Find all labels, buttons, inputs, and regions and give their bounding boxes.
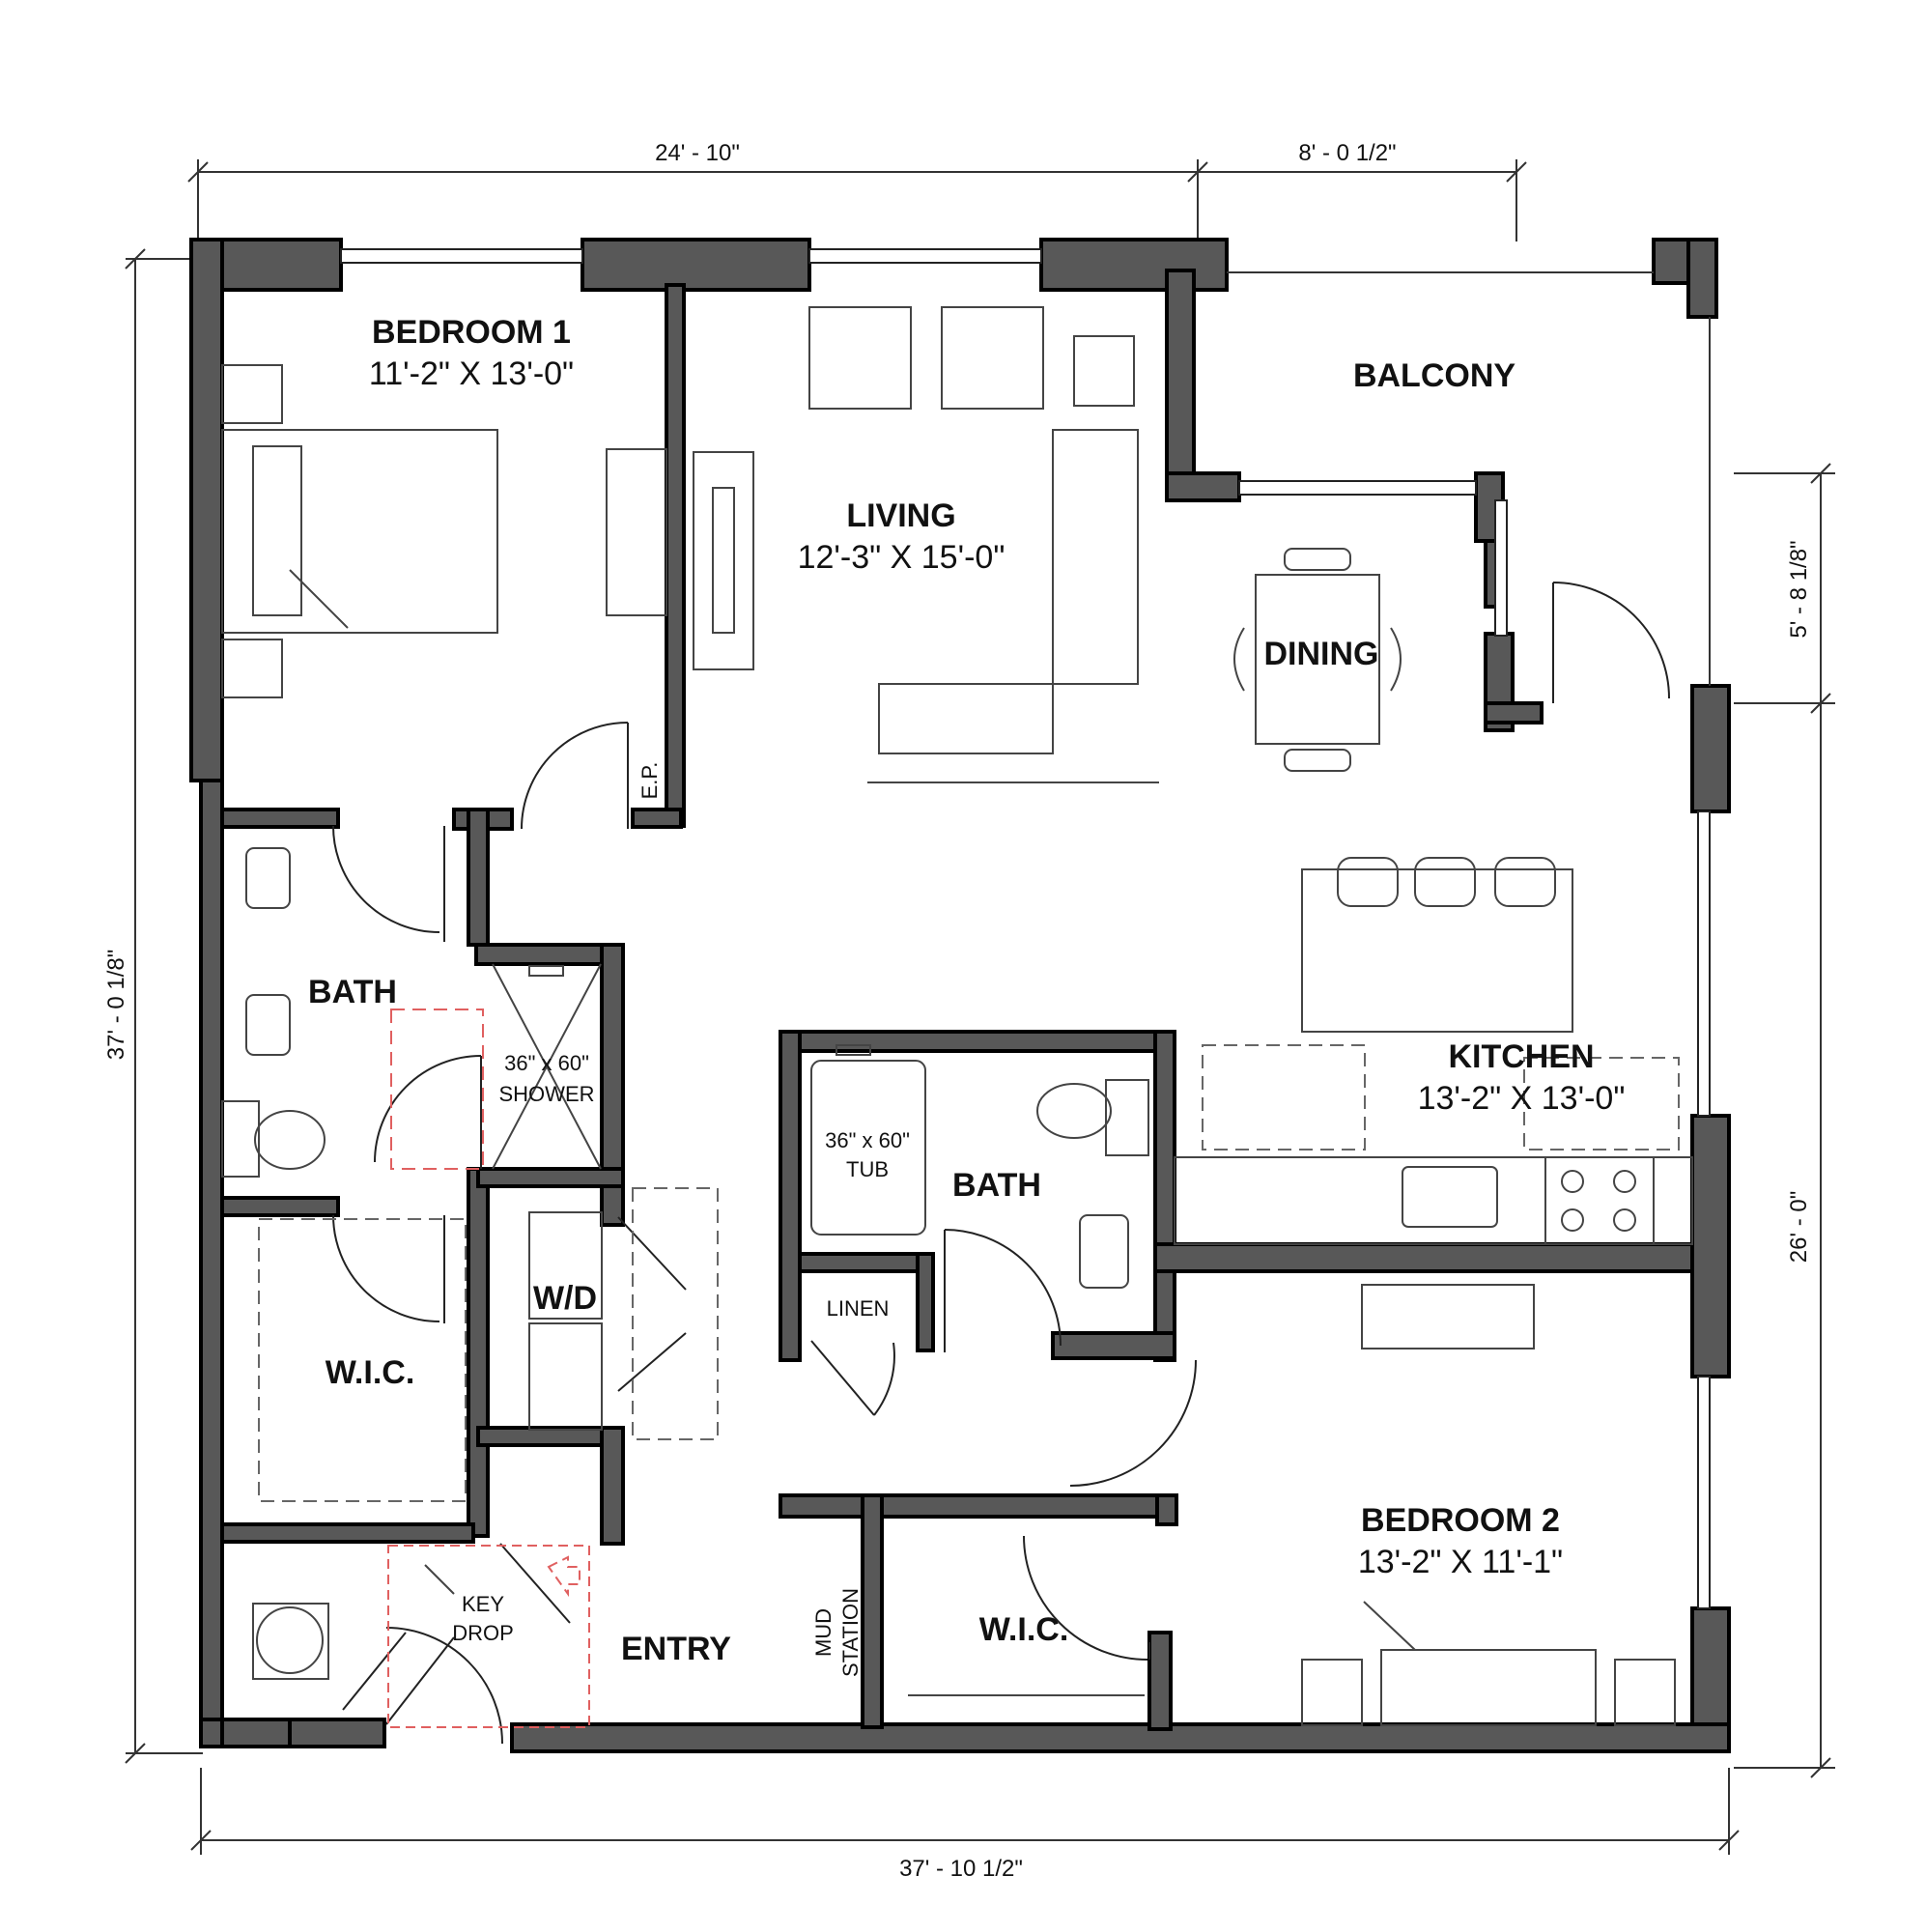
mud-label: MUD — [811, 1608, 836, 1657]
entry-name: ENTRY — [621, 1631, 731, 1667]
dim-left: 37' - 0 1/8" — [103, 950, 129, 1061]
bath1-name: BATH — [308, 974, 397, 1010]
living-size: 12'-3" X 15'-0" — [798, 539, 1005, 576]
station-label: STATION — [838, 1588, 863, 1677]
toilet-1 — [254, 1110, 326, 1170]
key-drop-label-1: KEY — [462, 1592, 504, 1616]
dim-top-right: 8' - 0 1/2" — [1298, 140, 1396, 166]
ep-label: E.P. — [637, 762, 662, 800]
windows — [340, 248, 1711, 1609]
washer — [528, 1211, 603, 1320]
bathtub — [810, 1060, 926, 1236]
armchair-1 — [808, 306, 912, 410]
wic2-name: W.I.C. — [979, 1611, 1069, 1648]
armchair-2 — [941, 306, 1044, 410]
dining-table — [1255, 574, 1380, 745]
cooktop — [1544, 1156, 1655, 1245]
room-labels: BEDROOM 1 11'-2" X 13'-0" LIVING 12'-3" … — [308, 314, 1625, 1667]
kitchen-island — [1301, 868, 1573, 1033]
dim-right-bottom: 26' - 0" — [1786, 1191, 1812, 1263]
doors — [332, 582, 1670, 1745]
bath2-name: BATH — [952, 1167, 1041, 1204]
shower-size-label: 36" x 60" — [504, 1051, 589, 1075]
kitchen-counter — [1174, 1156, 1693, 1245]
media-console — [693, 451, 754, 670]
tub-label: TUB — [846, 1157, 889, 1181]
dimension-lines — [125, 159, 1835, 1855]
bedroom1-name: BEDROOM 1 — [372, 314, 571, 351]
key-drop-label-2: DROP — [452, 1621, 514, 1645]
bedroom2-name: BEDROOM 2 — [1361, 1502, 1560, 1539]
bedroom1-size: 11'-2" X 13'-0" — [369, 355, 574, 392]
bed-1 — [221, 429, 498, 634]
dim-top-left: 24' - 10" — [655, 140, 740, 166]
water-heater — [256, 1606, 324, 1674]
water-heater-box — [252, 1603, 329, 1680]
walls — [189, 238, 1731, 1753]
bedroom2-size: 13'-2" X 11'-1" — [1358, 1544, 1563, 1580]
dim-right-top: 5' - 8 1/8" — [1786, 540, 1812, 638]
dim-bottom: 37' - 10 1/2" — [899, 1856, 1023, 1882]
bed-2 — [1380, 1649, 1597, 1726]
toilet-2 — [1036, 1083, 1112, 1139]
kitchen-name: KITCHEN — [1448, 1038, 1594, 1075]
balcony-name: BALCONY — [1353, 357, 1515, 394]
kitchen-sink — [1402, 1166, 1498, 1228]
linen-label: LINEN — [827, 1296, 890, 1321]
kitchen-size: 13'-2" X 13'-0" — [1418, 1080, 1626, 1117]
dining-name: DINING — [1264, 636, 1379, 672]
dryer — [528, 1322, 603, 1431]
living-name: LIVING — [846, 497, 955, 534]
fixture-labels: 36" x 60" SHOWER 36" x 60" TUB LINEN KEY… — [452, 762, 910, 1677]
wic1-name: W.I.C. — [326, 1354, 415, 1391]
sectional-sofa — [878, 429, 1139, 754]
furniture — [221, 306, 1693, 1728]
tub-size-label: 36" x 60" — [825, 1128, 910, 1152]
shower-label: SHOWER — [499, 1082, 595, 1106]
wd-name: W/D — [533, 1280, 597, 1317]
